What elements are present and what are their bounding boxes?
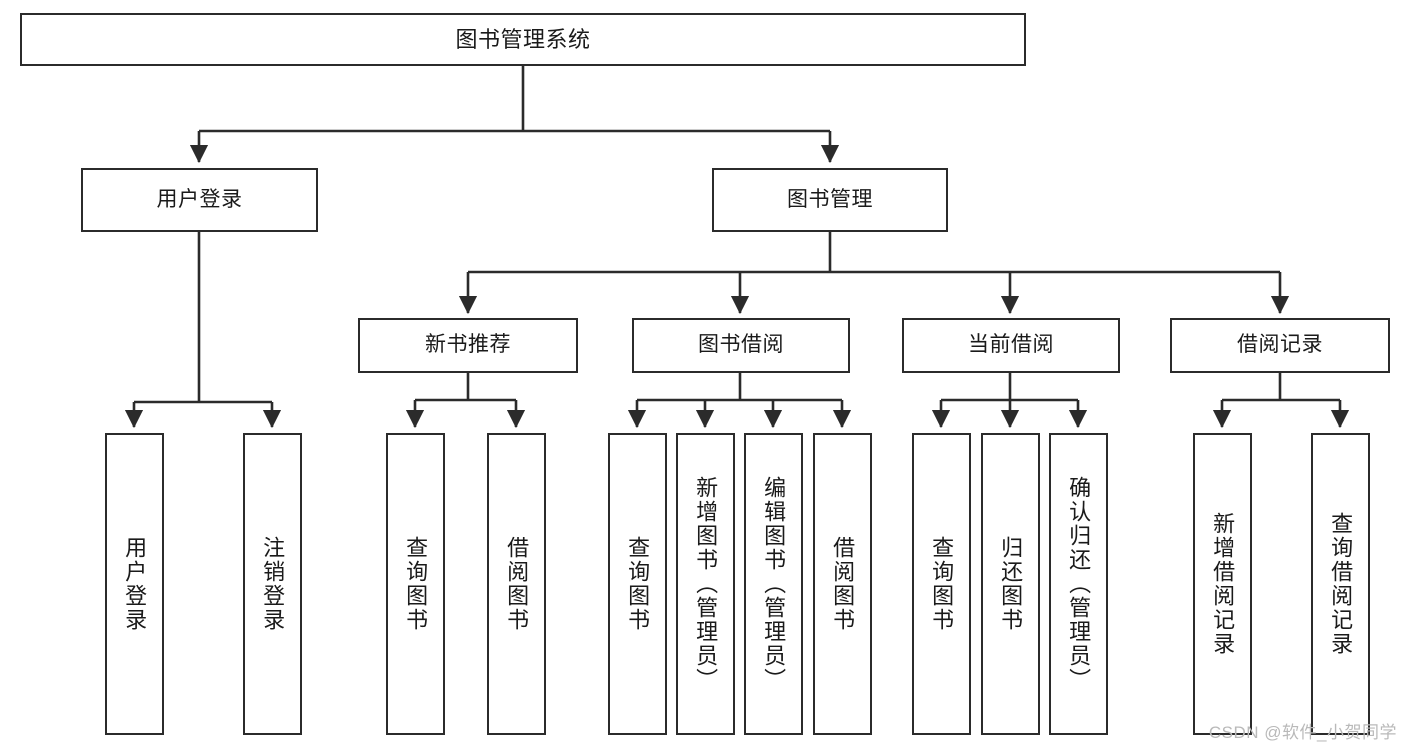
csdn-watermark: CSDN @软件_小贺同学 (1208, 723, 1397, 742)
node-leaf-borrow-book-2-label: 借阅图书 (830, 536, 856, 632)
node-book-borrow-label: 图书借阅 (698, 333, 784, 357)
node-leaf-query-book-1[interactable]: 查询图书 (386, 433, 445, 735)
node-leaf-add-book-label: 新增图书（管理员） (693, 476, 719, 692)
node-book-manage[interactable]: 图书管理 (712, 168, 948, 232)
node-leaf-query-book-3-label: 查询图书 (929, 536, 955, 632)
node-leaf-confirm-return[interactable]: 确认归还（管理员） (1049, 433, 1108, 735)
node-book-borrow[interactable]: 图书借阅 (632, 318, 850, 373)
node-leaf-logout[interactable]: 注销登录 (243, 433, 302, 735)
node-leaf-borrow-book-1-label: 借阅图书 (504, 536, 530, 632)
node-leaf-borrow-book-2[interactable]: 借阅图书 (813, 433, 872, 735)
node-leaf-user-login[interactable]: 用户登录 (105, 433, 164, 735)
node-leaf-add-book[interactable]: 新增图书（管理员） (676, 433, 735, 735)
node-leaf-query-book-2[interactable]: 查询图书 (608, 433, 667, 735)
node-root-label: 图书管理系统 (455, 26, 591, 52)
node-current-borrow-label: 当前借阅 (968, 333, 1054, 357)
node-leaf-edit-book[interactable]: 编辑图书（管理员） (744, 433, 803, 735)
node-leaf-add-record-label: 新增借阅记录 (1210, 512, 1236, 656)
node-leaf-edit-book-label: 编辑图书（管理员） (761, 476, 787, 692)
node-leaf-user-login-label: 用户登录 (122, 536, 148, 632)
node-leaf-return-book[interactable]: 归还图书 (981, 433, 1040, 735)
node-user-login[interactable]: 用户登录 (81, 168, 318, 232)
node-leaf-query-record[interactable]: 查询借阅记录 (1311, 433, 1370, 735)
node-leaf-query-book-3[interactable]: 查询图书 (912, 433, 971, 735)
node-root[interactable]: 图书管理系统 (20, 13, 1026, 66)
node-leaf-borrow-book-1[interactable]: 借阅图书 (487, 433, 546, 735)
node-leaf-confirm-return-label: 确认归还（管理员） (1066, 476, 1092, 692)
node-new-book-rec-label: 新书推荐 (425, 333, 511, 357)
node-borrow-record[interactable]: 借阅记录 (1170, 318, 1390, 373)
node-current-borrow[interactable]: 当前借阅 (902, 318, 1120, 373)
node-new-book-rec[interactable]: 新书推荐 (358, 318, 578, 373)
node-leaf-return-book-label: 归还图书 (998, 536, 1024, 632)
node-leaf-query-record-label: 查询借阅记录 (1328, 512, 1354, 656)
node-book-manage-label: 图书管理 (787, 187, 873, 211)
node-borrow-record-label: 借阅记录 (1237, 333, 1323, 357)
node-user-login-label: 用户登录 (156, 187, 243, 211)
node-leaf-query-book-1-label: 查询图书 (403, 536, 429, 632)
node-leaf-logout-label: 注销登录 (260, 536, 286, 632)
node-leaf-query-book-2-label: 查询图书 (625, 536, 651, 632)
node-leaf-add-record[interactable]: 新增借阅记录 (1193, 433, 1252, 735)
